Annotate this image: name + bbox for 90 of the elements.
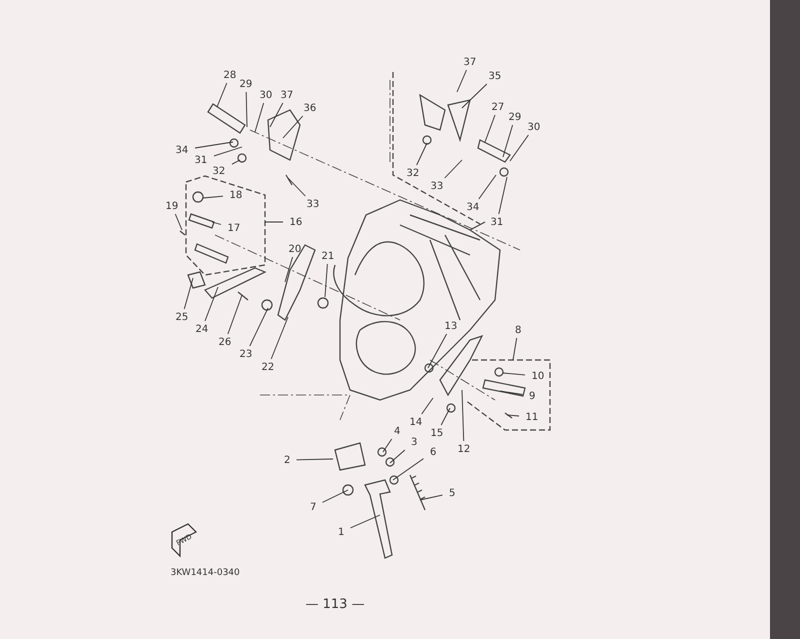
callout-number: 20: [288, 244, 302, 254]
callout-number: 2: [283, 454, 292, 466]
callout-number: 21: [320, 250, 336, 262]
callout-number: 13: [444, 320, 458, 332]
callout-number: 32: [406, 168, 420, 178]
callout-number: 36: [302, 102, 318, 114]
leader-line: [324, 264, 328, 298]
callout-number: 11: [524, 412, 540, 422]
leader-line: [202, 196, 224, 198]
leader-line: [246, 92, 248, 128]
callout-number: 18: [228, 190, 244, 200]
callout-number: 9: [528, 390, 536, 402]
leader-line: [478, 174, 496, 200]
callout-number: 14: [408, 416, 424, 428]
leader-line: [462, 390, 464, 442]
callout-number: 16: [288, 216, 304, 228]
callout-number: 28: [222, 70, 238, 80]
leader-line: [484, 114, 496, 142]
callout-number: 31: [490, 216, 504, 228]
leader-line: [194, 142, 234, 148]
leader-line: [392, 458, 424, 480]
callout-number: 29: [238, 78, 254, 90]
callout-number: 23: [238, 348, 254, 360]
leader-line: [440, 408, 450, 426]
leader-line: [462, 84, 488, 108]
leader-line: [282, 116, 304, 138]
callout-number: 26: [218, 336, 232, 348]
callout-number: 30: [526, 122, 542, 132]
callout-number: 24: [194, 324, 210, 334]
part-code: 3KW1414-0340: [170, 568, 240, 578]
callout-number: 19: [164, 200, 180, 212]
leader-line: [216, 82, 228, 108]
leader-line: [288, 178, 306, 196]
leader-line: [227, 294, 242, 334]
leader-line: [421, 398, 434, 414]
leader-line: [322, 490, 348, 503]
leader-line: [444, 160, 462, 178]
callout-number: 6: [429, 446, 438, 458]
leader-line: [500, 390, 523, 395]
callout-number: 7: [309, 502, 318, 512]
callout-number: 4: [393, 426, 402, 436]
callout-number: 34: [466, 202, 480, 212]
leader-line: [456, 70, 467, 92]
callout-number: 15: [430, 428, 444, 438]
callout-number: 30: [258, 90, 274, 100]
callout-number: 33: [430, 180, 444, 192]
callout-number: 31: [194, 154, 208, 166]
leader-line: [284, 256, 294, 282]
leader-line: [296, 458, 334, 460]
leader-line: [416, 142, 428, 166]
callout-number: 37: [280, 90, 294, 100]
callout-number: 8: [514, 324, 522, 336]
leader-line: [232, 160, 240, 165]
callout-number: 5: [448, 488, 456, 498]
callout-number: 35: [488, 70, 502, 82]
leader-line: [506, 414, 520, 416]
callout-number: 32: [212, 166, 226, 176]
leader-line: [270, 316, 288, 360]
leader-line: [510, 134, 529, 162]
page-number: — 113 —: [306, 596, 365, 612]
leader-line: [214, 146, 242, 156]
callout-number: 3: [410, 436, 418, 448]
bolt-part: [192, 191, 204, 203]
leader-line: [249, 308, 268, 346]
leader-line: [498, 176, 508, 214]
leader-line: [390, 450, 406, 464]
leader-line: [174, 214, 182, 230]
leader-line: [350, 514, 380, 528]
callout-number: 25: [174, 312, 190, 322]
callout-number: 27: [490, 102, 506, 112]
callout-number: 17: [226, 222, 242, 234]
callout-number: 33: [306, 198, 320, 210]
callout-number: 37: [462, 56, 478, 68]
leader-line: [254, 102, 264, 132]
leader-line: [184, 278, 194, 310]
leader-line: [382, 438, 392, 452]
leader-line: [212, 222, 222, 225]
callout-number: 22: [260, 362, 276, 372]
callout-number: 12: [456, 444, 472, 454]
leader-line: [502, 124, 514, 158]
callout-number: 34: [174, 144, 190, 156]
leader-line: [420, 494, 443, 500]
leader-line: [502, 372, 526, 376]
callout-number: 1: [337, 526, 346, 538]
leader-line: [428, 334, 448, 368]
leader-line: [512, 338, 518, 360]
leader-line: [270, 102, 284, 128]
leader-line: [204, 286, 218, 322]
callout-number: 10: [530, 370, 546, 382]
callout-number: 29: [508, 112, 522, 122]
